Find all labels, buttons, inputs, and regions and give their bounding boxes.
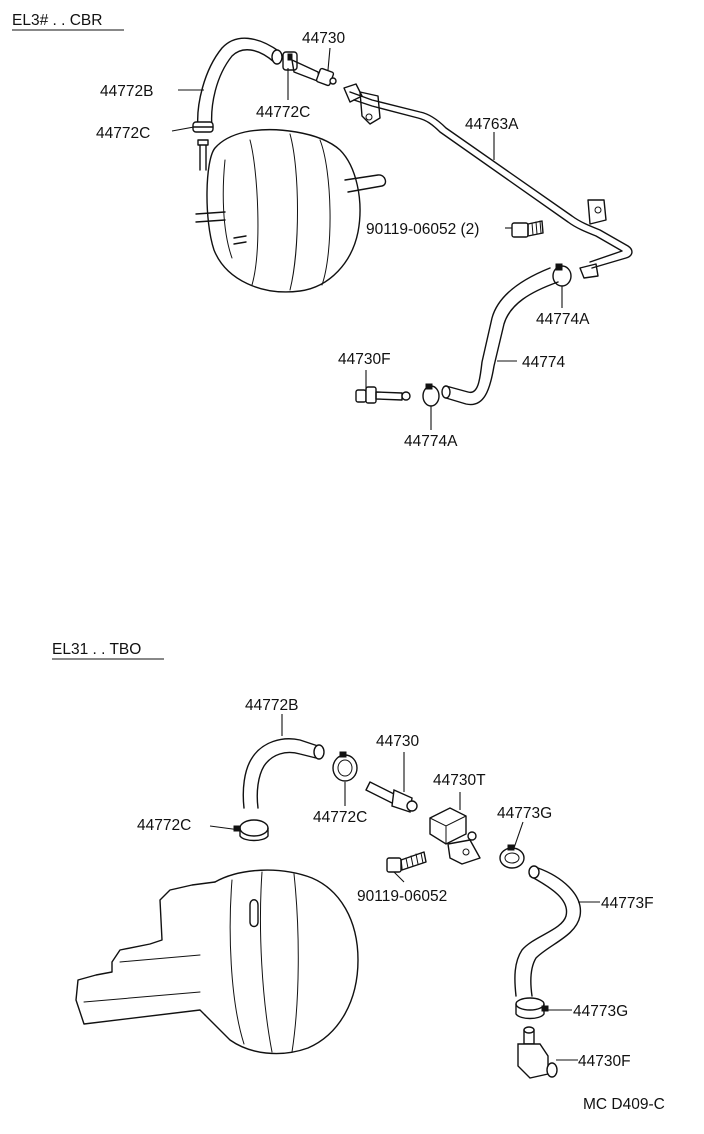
label-44730-bottom: 44730 [376,733,419,750]
label-44773G-upper-bottom: 44773G [497,805,552,822]
brake-booster-bottom [75,869,359,1055]
label-44772C-left-bottom: 44772C [137,817,191,834]
brake-booster-top [195,129,387,293]
hose-44773F-bottom [514,875,568,997]
label-90119-top: 90119-06052 (2) [366,221,479,238]
label-90119-bottom: 90119-06052 [357,888,447,905]
label-44730F-bottom: 44730F [578,1053,631,1070]
label-44774-top: 44774 [522,354,565,371]
clamp-44773G-lower-bottom [515,997,549,1020]
clamp-44772C-left-top [192,121,214,133]
check-valve-44730-bottom [365,781,418,813]
hose-44774-top [445,267,551,394]
section-bottom: EL31 . . TBO [52,641,654,1079]
hose-44772B-bottom [242,738,319,809]
footer-code: MC D409-C [583,1096,665,1113]
label-44730F-top: 44730F [338,351,391,368]
section-top: EL3# . . CBR [12,12,633,450]
vsv-44730T-bottom [429,807,481,865]
hose-44772B-top [197,37,281,129]
clamp-44772C-left-bottom [233,819,269,842]
label-44772C-left-top: 44772C [96,125,150,142]
bolt-90119-06052-top [511,220,544,238]
valve-44730F-top [355,386,411,404]
section-header-top: EL3# . . CBR [12,12,102,29]
label-44730-top: 44730 [302,30,345,47]
clamp-44774A-lower-top [422,383,440,407]
label-44772B-bottom: 44772B [245,697,298,714]
label-44774A-lower-top: 44774A [404,433,458,450]
label-44730T-bottom: 44730T [433,772,486,789]
clamp-44772C-mid-bottom [332,751,358,782]
label-44774A-upper-top: 44774A [536,311,590,328]
label-44773F-bottom: 44773F [601,895,654,912]
section-header-bottom: EL31 . . TBO [52,641,141,658]
valve-44730F-bottom [517,1026,558,1079]
label-44772C-mid-bottom: 44772C [313,809,367,826]
pipe-44763A-top [343,83,633,279]
label-44763A-top: 44763A [465,116,519,133]
label-44772C-upper-top: 44772C [256,104,310,121]
label-44772B-top: 44772B [100,83,153,100]
clamp-44773G-upper-bottom [499,844,525,869]
label-44773G-lower-bottom: 44773G [573,1003,628,1020]
check-valve-44730-top [291,59,337,87]
bolt-90119-06052-bottom [386,851,427,873]
